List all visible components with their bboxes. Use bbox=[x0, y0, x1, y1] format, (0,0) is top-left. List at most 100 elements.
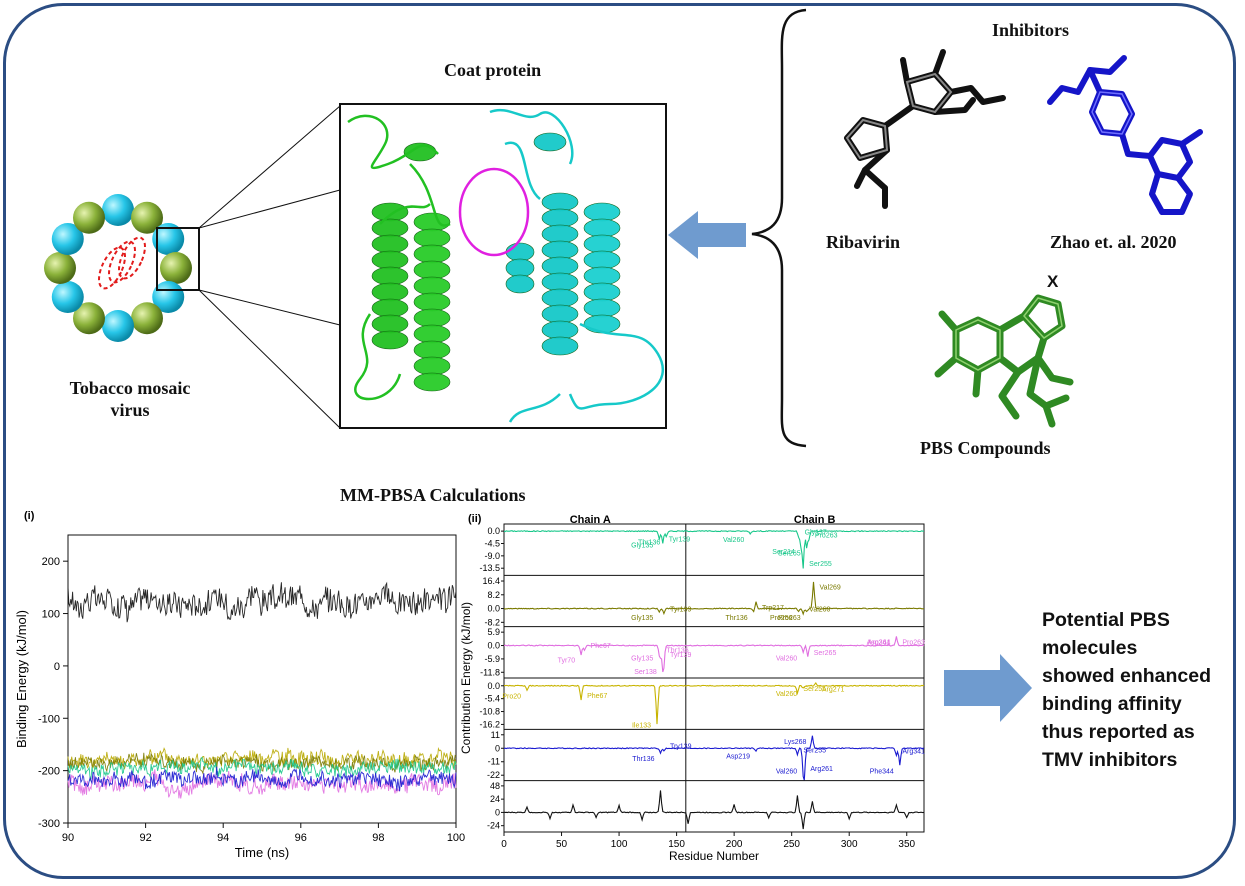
capsid-subunit bbox=[44, 252, 76, 284]
y-tick-label: -300 bbox=[38, 818, 60, 830]
residue-label: Tyr70 bbox=[558, 658, 576, 665]
residue-label: Asp264 bbox=[867, 639, 891, 646]
y-axis-label: Contribution Energy (kJ/mol) bbox=[459, 602, 473, 754]
x-marker: X bbox=[1047, 272, 1059, 291]
residue-label: Phe67 bbox=[587, 693, 607, 700]
helix-turn bbox=[541, 336, 579, 356]
helix-turn bbox=[541, 256, 579, 276]
capsid-subunit bbox=[152, 223, 185, 255]
helix-turn bbox=[371, 234, 409, 254]
x-tick-label: 50 bbox=[556, 839, 568, 850]
helix-turn bbox=[413, 228, 451, 248]
capsid-subunit bbox=[102, 194, 134, 226]
helix-turn bbox=[583, 202, 621, 222]
helix-turn bbox=[583, 218, 621, 238]
helix-turn bbox=[541, 272, 579, 292]
x-tick-label: 200 bbox=[726, 839, 743, 850]
residue-label: Thr136 bbox=[666, 648, 688, 655]
residue-label: Phe344 bbox=[870, 768, 894, 775]
capsid-subunit bbox=[160, 252, 192, 284]
residue-label: Arg341 bbox=[868, 639, 891, 646]
helix-turn bbox=[413, 372, 451, 392]
y-tick-label: 0.0 bbox=[487, 681, 500, 691]
helix-turn bbox=[371, 298, 409, 318]
x-tick-label: 300 bbox=[841, 839, 858, 850]
helix-turn bbox=[371, 330, 409, 350]
x-axis-label: Residue Number bbox=[669, 849, 759, 863]
pbs-label: PBS Compounds bbox=[920, 438, 1051, 458]
residue-label: Arg341 bbox=[902, 749, 925, 756]
x-tick-label: 98 bbox=[372, 832, 384, 844]
helix-turn bbox=[583, 250, 621, 270]
y-axis-label: Binding Energy (kJ/mol) bbox=[14, 610, 29, 748]
capsid-subunit bbox=[73, 201, 105, 234]
rna-helix bbox=[98, 236, 146, 290]
helix-turn bbox=[413, 340, 451, 360]
residue-label: Arg261 bbox=[810, 766, 833, 773]
y-tick-label: 0 bbox=[495, 743, 500, 753]
residue-label: Val260 bbox=[776, 691, 797, 698]
panel-i-label: (i) bbox=[24, 510, 35, 522]
series-line bbox=[67, 766, 457, 792]
coat-protein-title: Coat protein bbox=[444, 60, 542, 80]
x-tick-label: 94 bbox=[217, 832, 229, 844]
residue-profile bbox=[503, 790, 925, 830]
loops-green bbox=[347, 114, 451, 401]
residue-label: Pro20 bbox=[502, 694, 521, 701]
residue-label: Thr136 bbox=[632, 756, 654, 763]
y-tick-label: 16.4 bbox=[482, 576, 500, 586]
chain-label: Chain B bbox=[794, 514, 836, 526]
left-arrow bbox=[668, 211, 746, 259]
residue-label: Val260 bbox=[776, 768, 797, 775]
conclusion-line: TMV inhibitors bbox=[1042, 749, 1178, 771]
ribavirin-label: Ribavirin bbox=[826, 232, 901, 252]
y-tick-label: 100 bbox=[42, 609, 60, 621]
helix-turn bbox=[583, 266, 621, 286]
x-tick-label: 150 bbox=[668, 839, 685, 850]
helix-turn bbox=[413, 244, 451, 264]
conclusion-line: Potential PBS bbox=[1042, 609, 1170, 631]
inhibitors-title: Inhibitors bbox=[992, 20, 1070, 40]
pbs-molecule bbox=[934, 294, 1074, 428]
residue-label: Pro263 bbox=[778, 615, 801, 622]
residue-label: Asp219 bbox=[726, 754, 750, 761]
loops-cyan bbox=[489, 108, 665, 423]
series-line bbox=[67, 581, 457, 623]
y-tick-label: -200 bbox=[38, 766, 60, 778]
x-tick-label: 96 bbox=[295, 832, 307, 844]
residue-profile bbox=[503, 682, 925, 725]
y-tick-label: 0.0 bbox=[487, 641, 500, 651]
zhao-label: Zhao et. al. 2020 bbox=[1050, 232, 1177, 252]
rounded-frame bbox=[3, 3, 1236, 879]
y-tick-label: 8.2 bbox=[487, 590, 500, 600]
residue-label: Ser255 bbox=[809, 561, 832, 568]
residue-label: Ser255 bbox=[803, 686, 826, 693]
tmv-ring-diagram bbox=[44, 105, 341, 429]
helix-turn bbox=[541, 304, 579, 324]
conclusion-line: thus reported as bbox=[1042, 721, 1195, 743]
y-tick-label: 0.0 bbox=[487, 604, 500, 614]
residue-label: Ser255 bbox=[803, 747, 826, 754]
residue-label: Gly135 bbox=[631, 615, 653, 622]
y-tick-label: 200 bbox=[42, 556, 60, 568]
series-line bbox=[67, 752, 457, 776]
mmpbsa-title: MM-PBSA Calculations bbox=[340, 485, 526, 505]
capsid-subunit bbox=[51, 281, 84, 313]
y-tick-label: -10.8 bbox=[479, 707, 500, 717]
virus-label-line2: virus bbox=[110, 400, 150, 420]
helix-turn bbox=[583, 282, 621, 302]
helix-turn bbox=[541, 320, 579, 340]
residue-label: Thr136 bbox=[638, 540, 660, 547]
residue-label: Val260 bbox=[723, 537, 744, 544]
y-tick-label: -5.4 bbox=[484, 694, 500, 704]
zhao-molecule bbox=[1047, 55, 1203, 215]
y-tick-label: 11 bbox=[491, 730, 500, 740]
capsid-subunit bbox=[102, 310, 134, 342]
y-tick-label: -22 bbox=[487, 770, 500, 780]
residue-profile bbox=[503, 735, 925, 781]
y-tick-label: -100 bbox=[38, 713, 60, 725]
residue-label: Ser265 bbox=[814, 650, 837, 657]
residue-label: Val260 bbox=[776, 655, 797, 662]
right-arrow bbox=[944, 654, 1032, 722]
